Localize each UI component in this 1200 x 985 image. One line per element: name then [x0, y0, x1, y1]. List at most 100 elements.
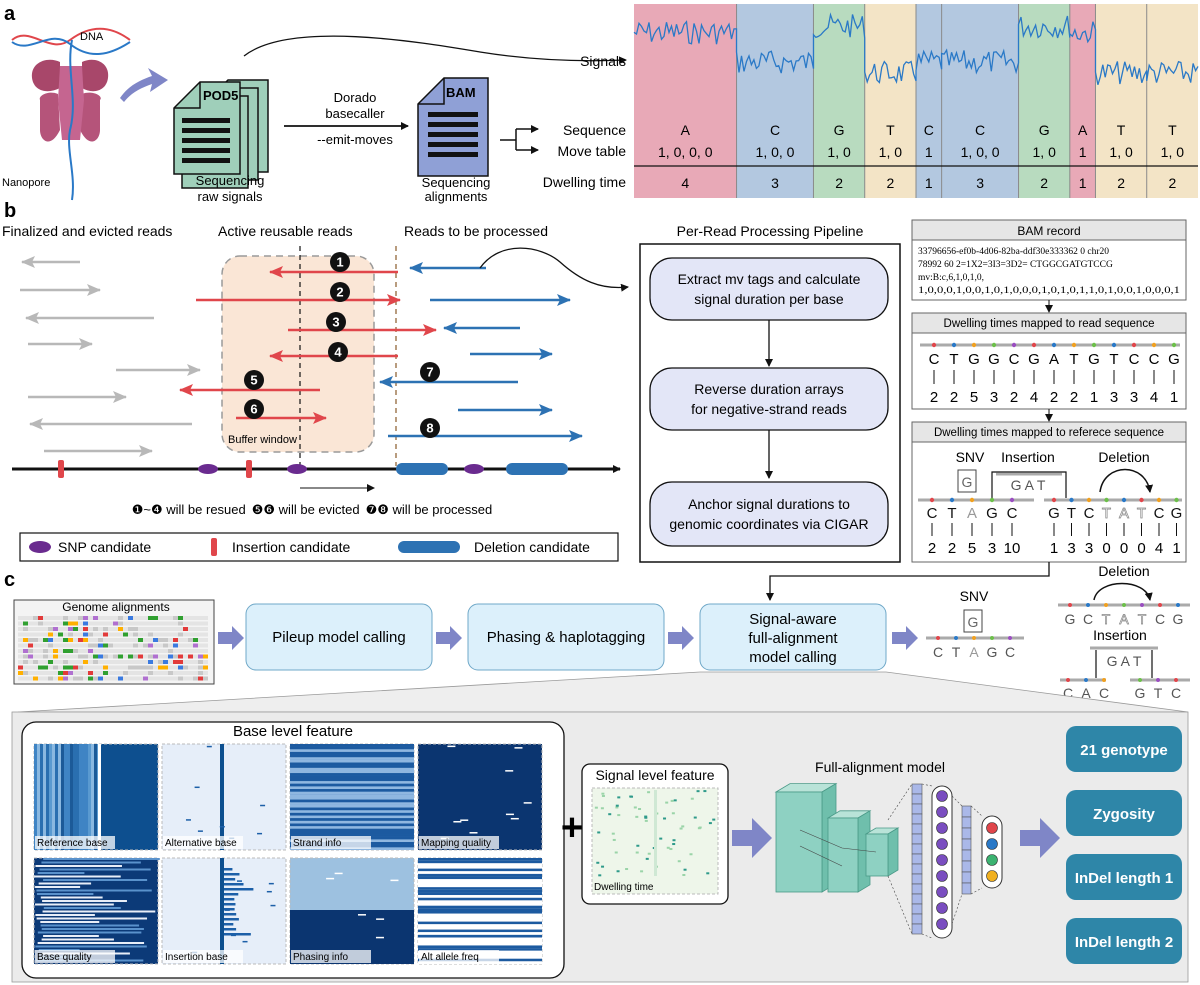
- svg-text:genomic coordinates via CIGAR: genomic coordinates via CIGAR: [669, 516, 868, 532]
- svg-text:Anchor signal durations to: Anchor signal durations to: [688, 496, 850, 512]
- read-base: G: [968, 351, 980, 368]
- ref-dwell: 2: [928, 540, 936, 557]
- read-base-dot: [931, 342, 937, 348]
- buffer-window-label: Buffer window: [228, 434, 297, 446]
- base-label: G: [1039, 122, 1050, 138]
- bam-record-line-4: 1,0,0,0,1,0,0,1,0,1,0,0,0,1,0,1,0,1,1,0,…: [918, 286, 1180, 296]
- heading-to-process: Reads to be processed: [404, 223, 548, 239]
- read-dwell: 5: [970, 389, 978, 406]
- legend-deletion-swatch: [398, 541, 460, 553]
- read-base-dot: [1131, 342, 1137, 348]
- base-segment: [916, 4, 942, 198]
- flow-arrow-c: [892, 626, 918, 650]
- svg-text:model calling: model calling: [749, 649, 837, 666]
- c-insertion-ref-base: C: [1099, 685, 1109, 701]
- step-pileup: Pileup model calling: [245, 603, 433, 671]
- dna-label: DNA: [80, 31, 104, 43]
- move-label: 1, 0, 0: [756, 144, 795, 160]
- pipeline-title: Per-Read Processing Pipeline: [677, 223, 864, 239]
- c-snv-ref-base: C: [1005, 644, 1015, 660]
- c-insertion-ref-base: A: [1081, 685, 1091, 701]
- ref-dwell: 3: [1085, 540, 1093, 557]
- svg-text:2: 2: [336, 285, 343, 300]
- conv-block-2: [826, 810, 872, 893]
- ref-base: G: [1171, 505, 1183, 522]
- deletion-arc: [1099, 468, 1154, 493]
- base-label: C: [975, 122, 985, 138]
- candidate-legend: [19, 532, 619, 562]
- svg-text:Zygosity: Zygosity: [1093, 806, 1155, 823]
- read-base: C: [1129, 351, 1140, 368]
- base-label: G: [834, 122, 845, 138]
- dwell-label: 2: [1040, 175, 1048, 191]
- ref-mapping-title: Dwelling times mapped to referece sequen…: [934, 427, 1164, 439]
- sequence-label: Sequence: [563, 122, 626, 138]
- legend-deletion: Deletion candidate: [474, 539, 590, 555]
- feature-tile-label: Base quality: [37, 952, 91, 963]
- emit-moves-label: --emit-moves: [317, 132, 393, 147]
- heading-active: Active reusable reads: [218, 223, 353, 239]
- read-marker-6: 6: [244, 399, 264, 419]
- ref-base: T: [947, 505, 956, 522]
- read-dwell: 3: [1130, 389, 1138, 406]
- dwell-label: 2: [886, 175, 894, 191]
- read-dwell: 3: [990, 389, 998, 406]
- bam-branch-arrows: [500, 125, 539, 154]
- c-snv-ref-base: G: [987, 644, 998, 660]
- b-to-c-connector: [766, 562, 1050, 601]
- bam-caption-line2: alignments: [425, 189, 488, 204]
- feature-tile: Mapping quality: [417, 743, 543, 851]
- ref-dwell: 0: [1102, 540, 1110, 557]
- pod5-stack: [173, 79, 269, 189]
- c-snv-alt: G: [968, 614, 979, 630]
- read-base-dot: [1051, 342, 1057, 348]
- dwell-label: 2: [1117, 175, 1125, 191]
- step-phasing: Phasing & haplotagging: [467, 603, 665, 671]
- feature-tile-label: Insertion base: [165, 952, 228, 963]
- dwelling-time-tile: [591, 787, 719, 895]
- read-base-dot: [1031, 342, 1037, 348]
- read-base: C: [1149, 351, 1160, 368]
- flow-arrow-c: [218, 626, 244, 650]
- ref-dwell: 2: [948, 540, 956, 557]
- feature-tile: Reference base: [33, 743, 159, 851]
- c-deletion-base: G: [1065, 611, 1076, 627]
- dwell-label: 3: [771, 175, 779, 191]
- ref-snv-label: SNV: [956, 449, 985, 465]
- bam-record-title: BAM record: [1017, 224, 1080, 238]
- read-base: G: [1088, 351, 1100, 368]
- output-4: InDel length 2: [1066, 918, 1182, 964]
- read-base-dot: [1151, 342, 1157, 348]
- read-base-dot: [1111, 342, 1117, 348]
- ref-dwell: 5: [968, 540, 976, 557]
- flow-arrows-c: [218, 626, 918, 650]
- feature-tile-label: Strand info: [293, 838, 342, 849]
- ref-mapping-header: [911, 421, 1187, 443]
- base-label: A: [1078, 122, 1088, 138]
- signals-connector: [243, 35, 627, 65]
- read-dwell: 2: [930, 389, 938, 406]
- insertion-bases: G A T: [1011, 477, 1046, 493]
- base-segment: [634, 4, 737, 198]
- read-base: G: [988, 351, 1000, 368]
- svg-text:Pileup model calling: Pileup model calling: [272, 629, 405, 646]
- flow-arrow-c: [668, 626, 694, 650]
- dwelling-time-tile-label: Dwelling time: [594, 882, 654, 893]
- move-table-label: Move table: [558, 143, 627, 159]
- c-insertion-alt: G A T: [1107, 653, 1142, 669]
- read-base-dot: [951, 342, 957, 348]
- svg-text:21 genotype: 21 genotype: [1080, 742, 1168, 759]
- read-base: C: [1009, 351, 1020, 368]
- dwell-label: 1: [1079, 175, 1087, 191]
- input-arrow: [732, 818, 772, 858]
- move-label: 1, 0: [1109, 144, 1133, 160]
- insertion-bracket: [991, 471, 1067, 498]
- read-base: G: [1028, 351, 1040, 368]
- move-label: 1, 0: [1161, 144, 1185, 160]
